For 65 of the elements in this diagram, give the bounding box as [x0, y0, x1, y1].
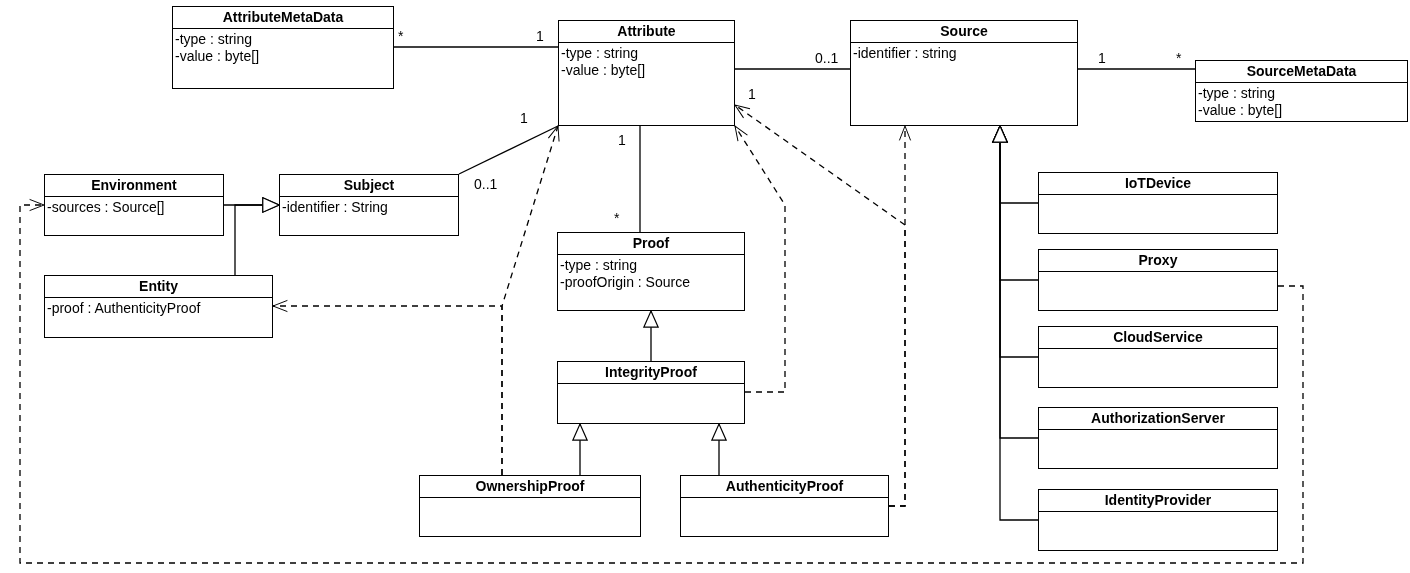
attribute-text: -value : byte[]: [561, 62, 646, 79]
dependency-arrow: [734, 125, 786, 393]
class-name: Entity: [139, 277, 178, 296]
class-name: Attribute: [617, 22, 676, 41]
generalization-arrow: [643, 310, 659, 362]
attribute-text: -type : string: [560, 257, 638, 274]
class-box: [44, 174, 224, 236]
class-box: [419, 475, 641, 537]
attribute-text: -identifier : string: [853, 45, 957, 62]
class-box: [1038, 326, 1278, 388]
attribute-text: -value : byte[]: [175, 48, 260, 65]
attribute-text: -proofOrigin : Source: [560, 274, 690, 291]
class-box: [850, 20, 1078, 126]
attribute-text: -sources : Source[]: [47, 199, 165, 216]
multiplicity-label: 0..1: [815, 50, 839, 66]
class-box: [557, 232, 745, 311]
multiplicity-label: 1: [748, 86, 756, 102]
class-name: IoTDevice: [1124, 174, 1192, 193]
class-box: [680, 475, 889, 537]
generalization-arrow: [992, 125, 1039, 521]
association-line: [639, 125, 641, 233]
attribute-text: -identifier : String: [282, 199, 388, 216]
class-box: [44, 275, 273, 338]
class-name: AttributeMetaData: [222, 8, 344, 27]
attribute-text: -type : string: [561, 45, 639, 62]
association-line: [1077, 68, 1196, 70]
class-name: CloudService: [1113, 328, 1203, 347]
class-box: [1195, 60, 1408, 122]
class-box: [557, 361, 745, 424]
multiplicity-label: 1: [520, 110, 528, 126]
class-name: Proxy: [1138, 251, 1178, 270]
class-name: AuthenticityProof: [725, 477, 844, 496]
class-name: Environment: [91, 176, 177, 195]
multiplicity-label: *: [614, 210, 620, 226]
attribute-text: -value : byte[]: [1198, 102, 1283, 119]
class-name: IntegrityProof: [605, 363, 697, 382]
attribute-text: -type : string: [175, 31, 253, 48]
attribute-text: -type : string: [1198, 85, 1276, 102]
class-name: OwnershipProof: [475, 477, 585, 496]
class-box: [558, 20, 735, 126]
class-box: [1038, 489, 1278, 551]
multiplicity-label: 1: [1098, 50, 1106, 66]
generalization-arrow: [572, 423, 588, 476]
class-name: SourceMetaData: [1246, 62, 1357, 81]
class-name: Proof: [632, 234, 670, 253]
class-box: [1038, 407, 1278, 469]
multiplicity-label: 1: [536, 28, 544, 44]
association-line: [393, 46, 559, 48]
multiplicity-label: *: [1176, 50, 1182, 66]
class-box: [172, 6, 394, 89]
multiplicity-label: *: [398, 28, 404, 44]
class-name: Subject: [343, 176, 395, 195]
class-box: [279, 174, 459, 236]
class-box: [1038, 249, 1278, 311]
class-name: IdentityProvider: [1104, 491, 1212, 510]
association-line: [458, 125, 559, 175]
attribute-text: -proof : AuthenticityProof: [47, 300, 201, 317]
multiplicity-label: 1: [618, 132, 626, 148]
generalization-arrow: [711, 423, 727, 476]
class-name: Source: [940, 22, 988, 41]
generalization-arrow: [234, 197, 280, 276]
class-name: AuthorizationServer: [1091, 409, 1225, 428]
multiplicity-label: 0..1: [474, 176, 498, 192]
class-box: [1038, 172, 1278, 234]
association-line: [734, 68, 851, 70]
